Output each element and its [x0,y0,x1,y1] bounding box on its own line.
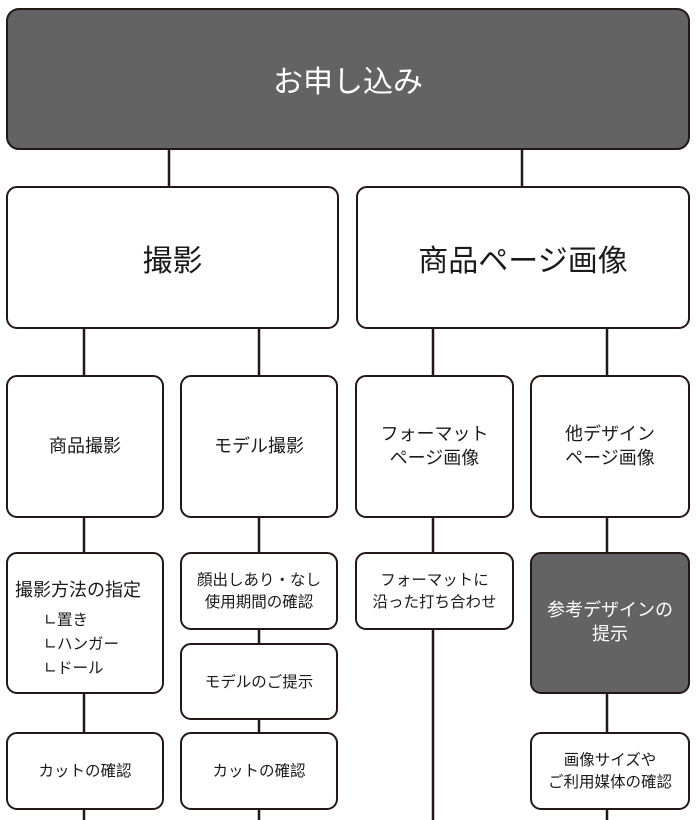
node-image-size-confirm: 画像サイズや ご利用媒体の確認 [530,732,690,810]
node-product-cut-confirm-label: カットの確認 [38,762,132,780]
node-model-photography: モデル撮影 [180,375,338,518]
node-other-design-page-image-label: 他デザイン ページ画像 [565,423,655,469]
node-model-cut-confirm: カットの確認 [180,732,338,810]
node-product-page-image-label: 商品ページ画像 [418,243,628,279]
node-reference-design-label: 参考デザインの 提示 [547,600,673,645]
node-face-and-period-label: 顔出しあり・なし 使用期間の確認 [196,571,321,611]
node-model-present-label: モデルのご提示 [204,672,314,691]
node-format-page-image-label: フォーマット ページ画像 [380,423,489,469]
node-photography-method-title: 撮影方法の指定 [15,580,141,601]
method-option-hanger: ∟ハンガー [44,635,119,653]
node-product-cut-confirm: カットの確認 [6,732,164,810]
node-application-label: お申し込み [273,65,423,100]
method-option-place: ∟置き [44,611,88,629]
node-image-size-confirm-label: 画像サイズや ご利用媒体の確認 [547,751,672,791]
node-face-and-period: 顔出しあり・なし 使用期間の確認 [180,552,338,630]
node-model-cut-confirm-label: カットの確認 [212,762,306,780]
node-model-present: モデルのご提示 [180,643,338,720]
node-photography-method: 撮影方法の指定 ∟置き ∟ハンガー ∟ドール [6,552,164,694]
node-product-page-image: 商品ページ画像 [356,186,690,329]
node-reference-design: 参考デザインの 提示 [530,552,690,694]
photography-method-options: ∟置き ∟ハンガー ∟ドール [44,608,119,680]
method-option-doll: ∟ドール [44,659,104,677]
node-format-meeting-label: フォーマットに 沿った打ち合わせ [372,571,497,611]
node-product-photography: 商品撮影 [6,375,164,518]
node-product-photography-label: 商品撮影 [49,435,121,457]
node-photography: 撮影 [6,186,339,329]
node-format-page-image: フォーマット ページ画像 [355,375,514,518]
node-model-photography-label: モデル撮影 [214,435,304,457]
node-photography-label: 撮影 [142,243,203,279]
node-format-meeting: フォーマットに 沿った打ち合わせ [355,552,514,630]
node-other-design-page-image: 他デザイン ページ画像 [530,375,690,518]
node-application: お申し込み [6,8,690,150]
